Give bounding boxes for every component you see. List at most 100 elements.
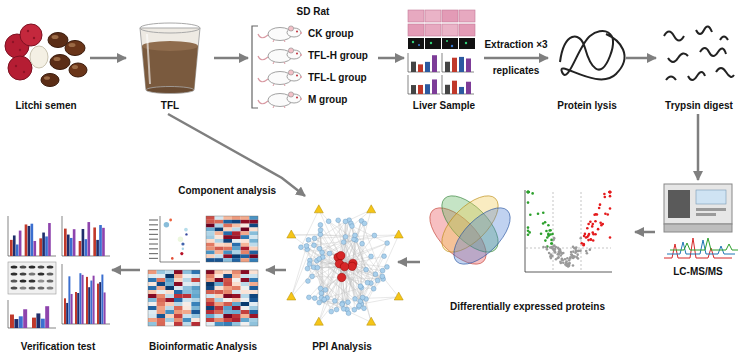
bioinformatic-panels-illustration-part (241, 270, 250, 274)
volcano-plot-illustration-part (559, 248, 562, 251)
volcano-plot-illustration-part (574, 252, 577, 255)
bioinformatic-panels-illustration-part (241, 306, 250, 310)
volcano-plot-illustration-part (600, 224, 603, 227)
liver-sample-illustration-part (459, 10, 475, 22)
volcano-plot-illustration-part (547, 234, 550, 237)
bioinformatic-panels-illustration-part (157, 314, 166, 318)
bioinformatic-panels-illustration-part (206, 270, 258, 326)
ppi-network-illustration-part (352, 307, 357, 312)
bioinformatic-panels-illustration-part (180, 252, 183, 255)
volcano-plot-illustration-part (609, 195, 612, 198)
volcano-plot-illustration-part (555, 258, 558, 261)
bioinformatic-panels-illustration-part (215, 235, 224, 239)
group-row: TFL-H group (252, 46, 374, 66)
bioinformatic-panels-illustration-part (249, 274, 258, 278)
verification-charts-illustration-part (19, 316, 23, 328)
bioinformatic-panels-illustration-part (191, 314, 200, 318)
volcano-plot-illustration-part (568, 262, 571, 265)
volcano-plot-illustration-part (559, 262, 562, 265)
volcano-plot-illustration-part (548, 252, 551, 255)
verification-charts-illustration-part (38, 286, 45, 289)
ppi-network-illustration-part (364, 267, 369, 272)
verification-charts-illustration-part (11, 286, 18, 289)
liver-sample-illustration-part (408, 24, 424, 36)
bioinformatic-panels-illustration-part (191, 286, 200, 290)
bioinformatic-panels-illustration-part (215, 290, 224, 294)
lc-ms-instrument-illustration-part (664, 224, 732, 232)
bioinformatic-panels-illustration-part (165, 314, 174, 318)
bioinformatic-panels-illustration-part (206, 254, 215, 258)
peptide-fragments-illustration (664, 26, 734, 80)
ppi-network-illustration-part (301, 210, 319, 247)
ppi-network-illustration-part (340, 302, 345, 307)
powder-cup-illustration-part (147, 34, 150, 84)
liver-sample-illustration-part (408, 38, 424, 49)
bioinformatic-panels-illustration-part (191, 282, 200, 286)
bioinformatic-panels-illustration-part (165, 318, 174, 322)
bioinformatic-panels-illustration-part (206, 282, 215, 286)
ppi-network-illustration-part (324, 299, 343, 308)
bioinformatic-panels-illustration-part (183, 322, 192, 326)
bioinformatic-panels-illustration-part (249, 254, 258, 258)
bioinformatic-panels-illustration-part (241, 314, 250, 318)
bioinformatic-panels-illustration-part (249, 231, 258, 235)
volcano-plot-illustration-part (542, 211, 545, 214)
step-box: Bioinformatic Analysis (140, 212, 266, 355)
bioinformatic-panels-illustration-part (206, 239, 215, 243)
bioinformatic-panels-illustration-part (223, 270, 232, 274)
bar-chart-thumbnails-part (466, 58, 471, 72)
bioinformatic-panels-illustration-part (149, 243, 158, 244)
bioinformatic-panels-illustration-part (206, 216, 215, 220)
flow-arrow (214, 57, 248, 60)
litchi-illustration-part (65, 41, 85, 56)
volcano-plot-illustration-part (527, 191, 530, 194)
volcano-plot-illustration-part (599, 221, 602, 224)
protein-illustration (560, 31, 625, 79)
bioinformatic-panels-illustration-part (223, 274, 232, 278)
flow-arrow (266, 269, 286, 272)
ppi-network-illustration-part (352, 226, 371, 283)
ppi-network-illustration-part (357, 303, 362, 308)
group-row: CK group (252, 24, 374, 44)
bioinformatic-panels-illustration-part (191, 302, 200, 306)
peptide-fragments-illustration-part (720, 37, 728, 41)
volcano-plot-illustration-part (586, 227, 589, 230)
volcano-plot-illustration-part (552, 245, 555, 248)
verification-charts-illustration-part (8, 262, 56, 294)
litchi-illustration (5, 24, 87, 87)
bioinformatic-panels-illustration-part (183, 282, 192, 286)
step-caption: LC-MS/MS (673, 266, 722, 278)
bioinformatic-panels-illustration-part (164, 222, 169, 227)
bioinformatic-panels-illustration-part (215, 220, 224, 224)
bioinformatic-panels-illustration-part (241, 298, 250, 302)
verification-charts-illustration (8, 216, 110, 328)
bioinformatic-panels-illustration-part (232, 286, 241, 290)
volcano-plot-illustration-part (527, 191, 530, 194)
bioinformatic-panels-illustration-part (157, 282, 166, 286)
liver-sample-illustration-part (465, 42, 467, 44)
bioinformatic-panels-illustration-part (148, 318, 157, 322)
step-box: Liver Sample (404, 8, 484, 114)
bioinformatic-panels-illustration-part (157, 274, 166, 278)
bioinformatic-panels-illustration-part (215, 258, 224, 262)
bioinformatic-panels-illustration-part (157, 290, 166, 294)
bioinformatic-panels-illustration-part (232, 322, 241, 326)
verification-charts-illustration-part (73, 229, 76, 256)
bioinformatic-panels-illustration-part (157, 302, 166, 306)
ppi-network-illustration-part (373, 272, 378, 277)
bioinformatic-panels-illustration-part (232, 298, 241, 302)
verification-charts-illustration-part (79, 273, 81, 324)
bioinformatic-panels-illustration-part (223, 216, 232, 220)
bioinformatic-panels-illustration-part (174, 274, 183, 278)
volcano-plot-illustration-part (559, 254, 562, 257)
ppi-network-illustration-part (314, 205, 323, 213)
bar-chart-thumbnails-part (408, 75, 440, 94)
bioinformatic-panels-illustration-part (183, 310, 192, 314)
bioinformatic-panels-illustration-part (148, 270, 157, 274)
ppi-network-illustration-part (340, 262, 348, 270)
volcano-plot-illustration-part (576, 253, 579, 256)
powder-cup-illustration-part (140, 23, 200, 33)
bioinformatic-panels-illustration-part (223, 322, 232, 326)
bioinformatic-panels-illustration-part (223, 278, 232, 282)
step-box: Verification test (4, 212, 112, 355)
